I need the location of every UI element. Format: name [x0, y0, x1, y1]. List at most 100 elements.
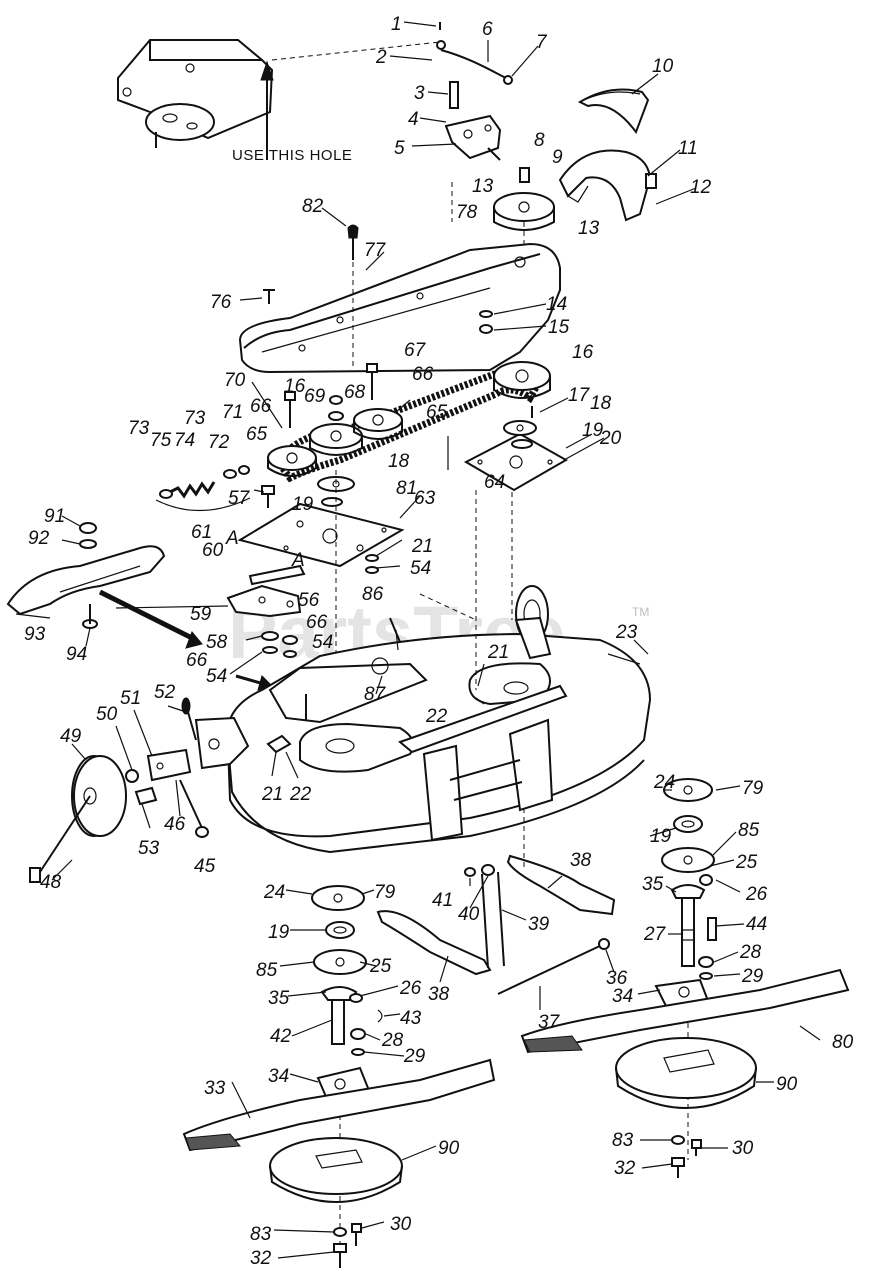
- part-label-85a: 85: [256, 960, 278, 981]
- part-label-9: 9: [552, 147, 563, 168]
- part-label-93: 93: [24, 624, 46, 645]
- part-label-40: 40: [458, 904, 480, 925]
- part-label-32b: 32: [614, 1158, 636, 1179]
- part-label-7: 7: [536, 32, 548, 53]
- part-label-35b: 35: [642, 874, 664, 895]
- part-label-86: 86: [362, 584, 384, 605]
- part-label-90a: 90: [438, 1138, 460, 1159]
- blade-cover-right: [615, 1037, 757, 1109]
- part-label-12: 12: [690, 177, 712, 198]
- part-label-15: 15: [548, 317, 570, 338]
- part-label-52: 52: [154, 682, 176, 703]
- left-spindle-assembly: [311, 885, 383, 1260]
- part-label-80: 80: [832, 1032, 854, 1053]
- part-label-10: 10: [652, 56, 674, 77]
- belt-guard: [577, 88, 650, 135]
- part-label-19b: 19: [292, 494, 314, 515]
- part-label-18a: 18: [388, 451, 410, 472]
- part-label-51: 51: [120, 688, 141, 709]
- tension-spring: [155, 465, 251, 512]
- part-label-85b: 85: [738, 820, 760, 841]
- part-label-67: 67: [404, 340, 427, 361]
- part-label-54c: 54: [206, 666, 227, 687]
- part-label-16b: 16: [572, 342, 594, 363]
- part-label-64: 64: [484, 472, 505, 493]
- part-label-27: 27: [643, 924, 667, 945]
- part-label-83b: 83: [612, 1130, 634, 1151]
- lift-linkage: [376, 808, 616, 995]
- part-label-13a: 13: [472, 176, 494, 197]
- part-label-28a: 28: [381, 1030, 404, 1051]
- part-label-28b: 28: [739, 942, 762, 963]
- part-label-79b: 79: [374, 882, 396, 903]
- part-label-45: 45: [194, 856, 216, 877]
- part-label-59: 59: [190, 604, 212, 625]
- mower-deck: [226, 617, 652, 854]
- bolts-upper: [284, 363, 378, 428]
- part-label-14: 14: [546, 294, 567, 315]
- part-label-3: 3: [414, 83, 425, 104]
- use-hole-arrowhead: [260, 60, 274, 81]
- part-label-29b: 29: [741, 966, 764, 987]
- reference-arrow-blade: [98, 589, 203, 649]
- part-label-54a: 54: [410, 558, 431, 579]
- part-label-6: 6: [482, 19, 493, 40]
- part-label-2: 2: [375, 47, 387, 68]
- idler-arm-assembly: [436, 22, 555, 252]
- pulley-65-left: [267, 445, 317, 477]
- part-label-46: 46: [164, 814, 186, 835]
- part-label-60: 60: [202, 540, 224, 561]
- part-label-49: 49: [60, 726, 82, 747]
- part-label-25a: 25: [369, 956, 392, 977]
- part-label-13b: 13: [578, 218, 600, 239]
- part-label-63: 63: [414, 488, 436, 509]
- right-spindle-assembly: [654, 778, 717, 1160]
- part-label-34b: 34: [612, 986, 633, 1007]
- part-label-73a: 73: [128, 418, 150, 439]
- part-label-38a: 38: [570, 850, 592, 871]
- bottom-right-hardware: [671, 1135, 702, 1178]
- part-label-50: 50: [96, 704, 118, 725]
- part-label-22a: 22: [289, 784, 312, 805]
- part-label-94: 94: [66, 644, 87, 665]
- part-label-81: 81: [396, 478, 417, 499]
- part-label-11: 11: [678, 138, 698, 159]
- part-label-41: 41: [432, 890, 453, 911]
- main-belt-cover: [238, 224, 561, 374]
- part-label-21b: 21: [487, 642, 509, 663]
- part-label-26a: 26: [399, 978, 422, 999]
- part-label-82: 82: [302, 196, 324, 217]
- part-label-66d: 66: [186, 650, 208, 671]
- part-label-29a: 29: [403, 1046, 426, 1067]
- part-label-30b: 30: [732, 1138, 754, 1159]
- part-label-24a: 24: [653, 772, 675, 793]
- leader-lines: [15, 21, 821, 1259]
- part-label-58: 58: [206, 632, 228, 653]
- part-label-72: 72: [208, 432, 230, 453]
- bolt-76: [263, 289, 275, 304]
- part-label-65b: 65: [426, 402, 448, 423]
- bottom-left-hardware: [333, 1223, 362, 1268]
- part-label-19a: 19: [582, 420, 604, 441]
- part-label-76: 76: [210, 292, 232, 313]
- part-label-26b: 26: [745, 884, 768, 905]
- part-label-61: 61: [191, 522, 212, 543]
- part-label-21c: 21: [261, 784, 283, 805]
- blade-left: [182, 1058, 496, 1152]
- part-label-92: 92: [28, 528, 50, 549]
- watermark-tm: TM: [632, 605, 649, 619]
- pulley-65-center: [353, 408, 403, 440]
- pulley-69: [309, 423, 363, 456]
- part-label-70: 70: [224, 370, 246, 391]
- part-label-66a: 66: [250, 396, 272, 417]
- use-this-hole-note: USE THIS HOLE: [232, 147, 352, 164]
- mounting-bracket: [117, 39, 441, 148]
- part-label-66b: 66: [412, 364, 434, 385]
- part-label-75: 75: [150, 430, 172, 451]
- part-label-68: 68: [344, 382, 366, 403]
- spindle-plate-63: [237, 470, 405, 740]
- pulley-16-right: [493, 361, 551, 399]
- part-label-38b: 38: [428, 984, 450, 1005]
- part-label-71: 71: [222, 402, 243, 423]
